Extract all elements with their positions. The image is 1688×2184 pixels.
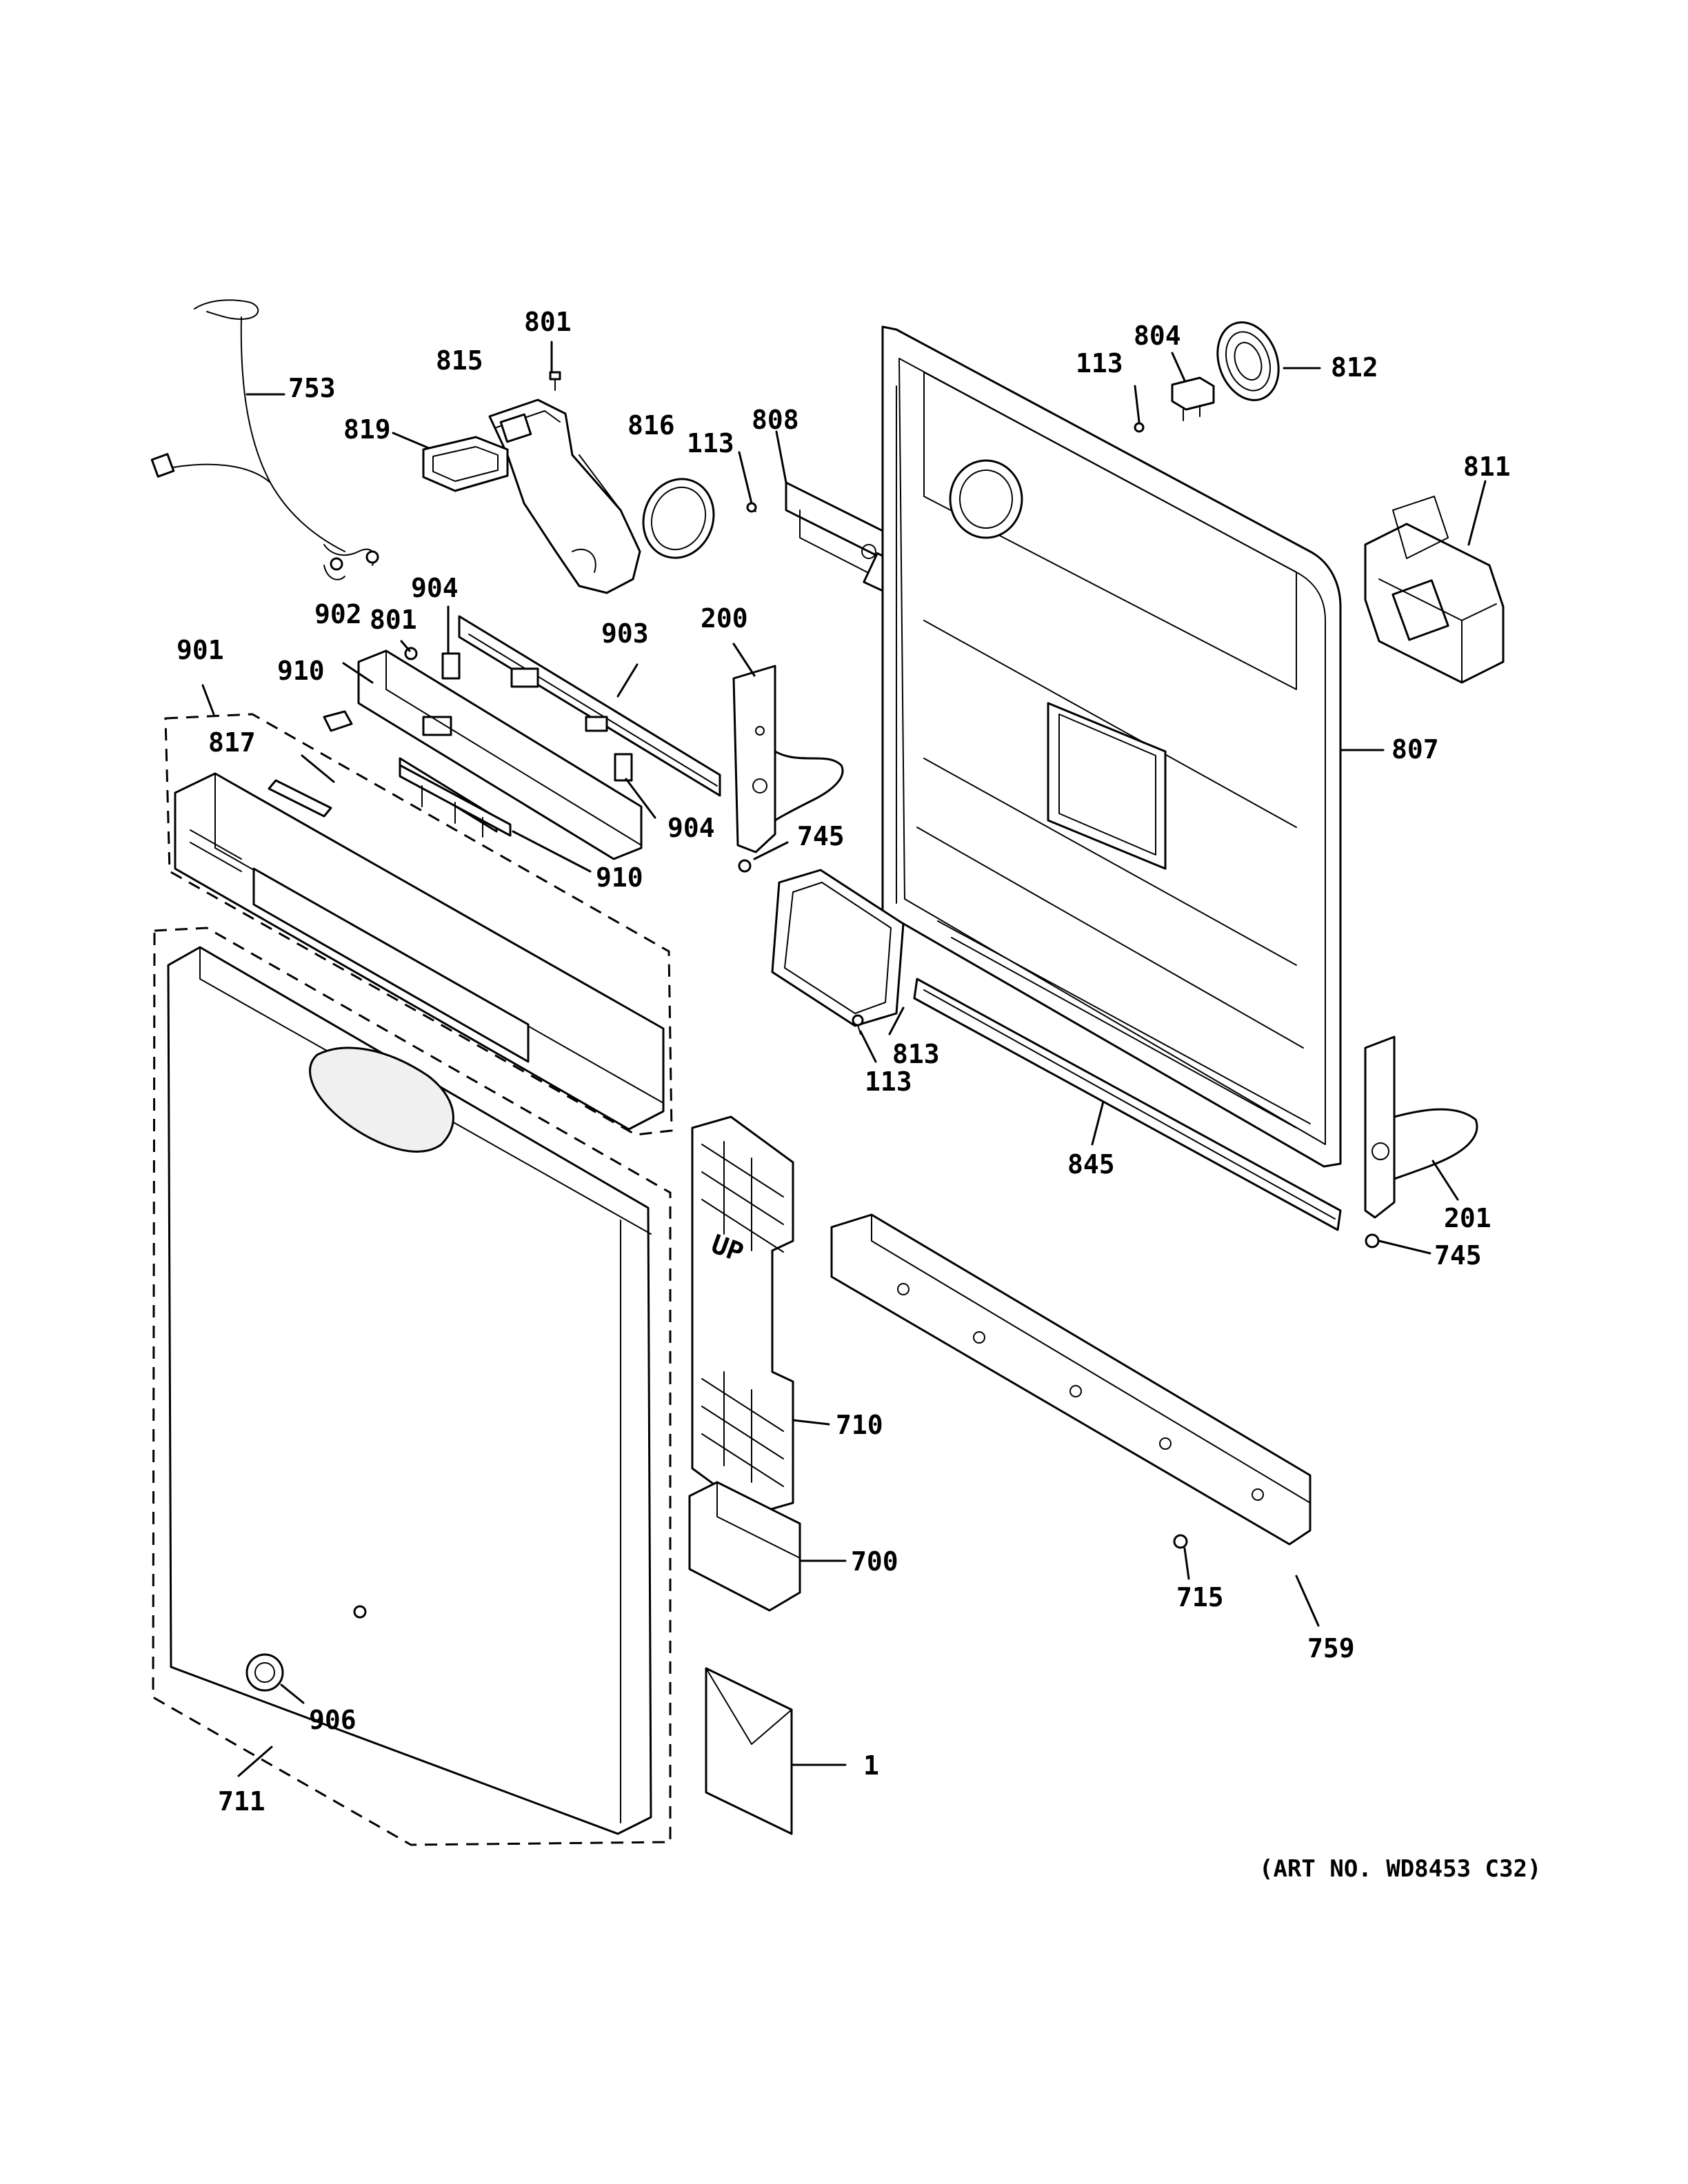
label-711: 711 — [218, 1786, 265, 1817]
label-804: 804 — [1134, 321, 1181, 351]
wire-harness-753 — [150, 299, 379, 580]
switch-804 — [1171, 376, 1215, 421]
screw-745-a — [738, 859, 752, 873]
toe-kick-759 — [830, 1213, 1312, 1546]
box-700 — [688, 1481, 801, 1612]
label-801-top: 801 — [524, 307, 572, 337]
button-910-b — [399, 764, 512, 838]
gasket-813 — [771, 869, 905, 1027]
label-808: 808 — [752, 405, 799, 435]
connector-904-b — [614, 753, 633, 782]
label-910-top: 910 — [277, 656, 325, 686]
badge-817 — [268, 779, 332, 818]
label-715: 715 — [1176, 1582, 1224, 1612]
bottom-seal-845 — [913, 978, 1342, 1231]
vent-gasket-819 — [422, 436, 509, 492]
label-910-bottom: 910 — [596, 862, 643, 893]
screw-801-top — [549, 371, 561, 391]
insulation-710 — [691, 1115, 794, 1515]
label-845: 845 — [1067, 1149, 1115, 1180]
label-901: 901 — [177, 635, 224, 665]
label-906: 906 — [309, 1705, 356, 1735]
label-812: 812 — [1331, 352, 1378, 383]
label-710: 710 — [836, 1410, 883, 1440]
diaphragm-812 — [1216, 321, 1280, 401]
label-817: 817 — [208, 727, 256, 758]
dispenser-811 — [1364, 496, 1505, 684]
screw-801-b — [404, 647, 418, 660]
screw-745-b — [1365, 1233, 1380, 1248]
pcb-903 — [458, 615, 721, 797]
label-816: 816 — [627, 410, 675, 441]
literature-envelope-1 — [705, 1667, 793, 1835]
label-113-b: 113 — [1076, 348, 1123, 378]
label-745-b: 745 — [1434, 1240, 1482, 1271]
leader-lines — [201, 341, 1487, 1777]
label-700: 700 — [851, 1546, 898, 1577]
label-753: 753 — [288, 373, 336, 403]
vent-duct-815 — [488, 398, 641, 594]
label-759: 759 — [1307, 1633, 1355, 1664]
part-labels: 753 801 815 819 816 113 808 804 113 812 … — [177, 307, 1511, 1817]
label-903: 903 — [601, 618, 649, 649]
label-904-top: 904 — [411, 573, 459, 603]
inner-door-807 — [881, 325, 1342, 1168]
label-113-a: 113 — [687, 428, 734, 458]
hinge-200 — [732, 665, 844, 853]
label-902: 902 — [314, 599, 362, 629]
screw-715 — [1173, 1534, 1188, 1549]
label-745-a: 745 — [797, 821, 845, 851]
ring-seal-816 — [642, 478, 715, 559]
label-801-b: 801 — [370, 605, 417, 635]
label-807: 807 — [1391, 734, 1439, 765]
control-panel-901 — [174, 772, 665, 1131]
label-201: 201 — [1444, 1203, 1491, 1233]
screw-113-a — [746, 502, 757, 513]
label-1: 1 — [863, 1750, 879, 1781]
label-815: 815 — [436, 345, 483, 376]
art-number: (ART NO. WD8453 C32) — [1259, 1855, 1541, 1883]
outer-door-711-outline — [152, 927, 672, 1846]
control-panel-901-outline — [164, 713, 673, 1136]
label-819: 819 — [343, 414, 391, 445]
label-200: 200 — [701, 603, 748, 634]
hinge-201 — [1364, 1035, 1478, 1219]
label-811: 811 — [1463, 452, 1511, 482]
label-113-c: 113 — [865, 1066, 912, 1097]
button-910-a — [323, 710, 353, 732]
outer-door-711 — [167, 946, 652, 1835]
label-904-bottom: 904 — [667, 813, 715, 843]
label-813: 813 — [892, 1039, 940, 1069]
screw-113-b — [1134, 422, 1145, 433]
connector-904-a — [441, 652, 461, 680]
